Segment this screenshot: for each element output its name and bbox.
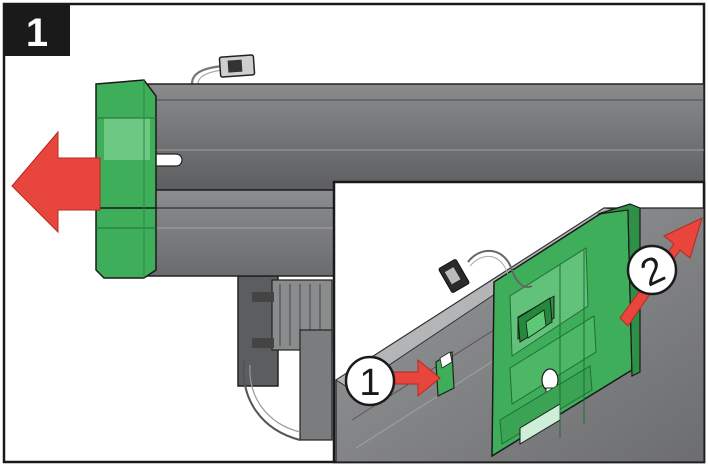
end-cap-detail [491,203,641,458]
callout-1: 1 [344,355,396,407]
push-arrow-right [391,358,441,398]
green-end-cap [95,79,157,279]
callout-2: 2 [626,244,678,295]
connector-cable-top [190,54,256,85]
pull-arrow-left [11,130,101,234]
hanging-bracket [237,275,333,441]
step-badge: 1 [4,4,70,56]
connector-cable-inset [438,249,533,293]
detail-inset [332,180,706,464]
step-number: 1 [26,11,48,55]
callout-1-label: 1 [359,362,380,404]
